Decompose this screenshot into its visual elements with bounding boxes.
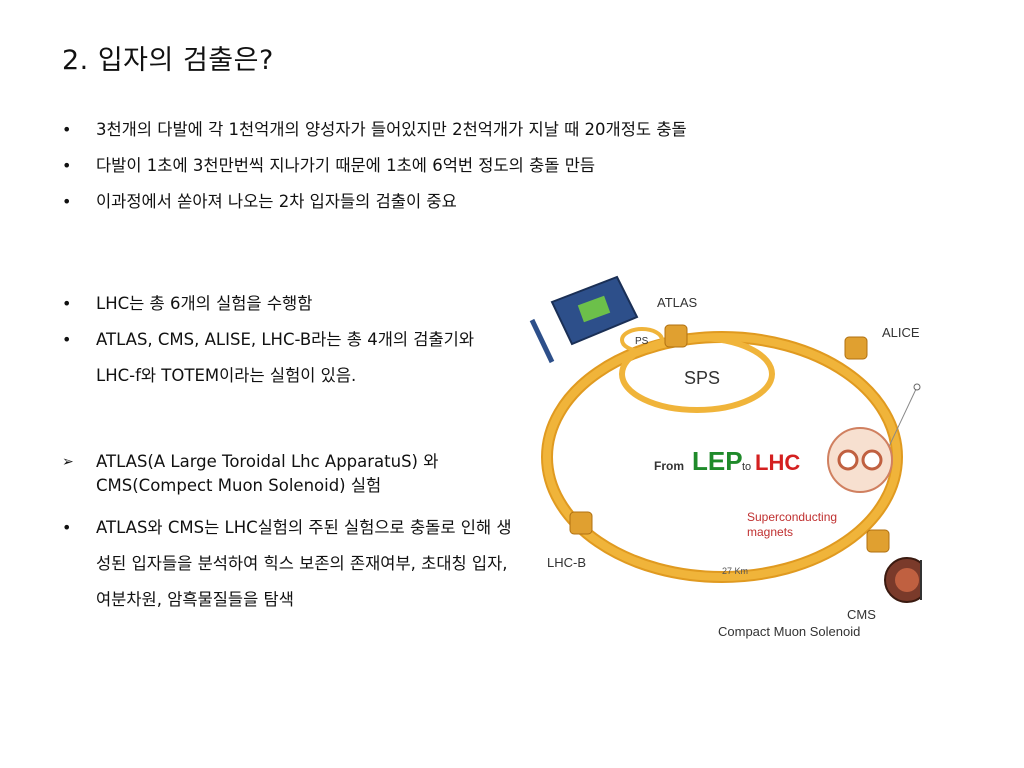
sps-ring (619, 335, 775, 413)
list-item: 3천개의 다발에 각 1천억개의 양성자가 들어있지만 2천억개가 지날 때 2… (62, 112, 892, 148)
list-item: 이과정에서 쏟아져 나오는 2차 입자들의 검출이 중요 (62, 184, 892, 220)
superconducting-label: Superconducting (747, 510, 837, 524)
lhcb-cavern-icon (569, 511, 593, 535)
magnet-cross-section-icon (827, 383, 921, 493)
atlas-label: ATLAS (657, 295, 698, 310)
list-item: 다발이 1초에 3천만번씩 지나가기 때문에 1초에 6억번 정도의 충돌 만듬 (62, 148, 892, 184)
lhc-label: LHC (755, 450, 800, 475)
cms-full-label: Compact Muon Solenoid (718, 624, 860, 639)
list-item: ATLAS(A Large Toroidal Lhc ApparatuS) 와 … (62, 450, 502, 498)
cms-label: CMS (847, 607, 876, 622)
to-label: to (742, 461, 751, 473)
sps-label: SPS (684, 368, 720, 388)
atlas-detector-icon (529, 275, 639, 364)
alice-cavern-icon (844, 336, 868, 360)
magnets-label: magnets (747, 525, 793, 539)
lhc-diagram: ATLAS ALICE PS SPS From LEP to LHC Super… (522, 262, 922, 652)
ps-ring (620, 327, 664, 353)
cms-detector-icon (884, 557, 922, 603)
list-item: ATLAS와 CMS는 LHC실험의 주된 실험으로 충돌로 인해 생성된 입자… (62, 510, 522, 618)
list-item: LHC는 총 6개의 실험을 수행함 (62, 286, 502, 322)
lhcb-label: LHC-B (547, 555, 586, 570)
bullet-list-goals: ATLAS와 CMS는 LHC실험의 주된 실험으로 충돌로 인해 생성된 입자… (62, 510, 522, 618)
lhc-diagram-svg: ATLAS ALICE PS SPS From LEP to LHC Super… (529, 275, 922, 639)
bullet-list-collisions: 3천개의 다발에 각 1천억개의 양성자가 들어있지만 2천억개가 지날 때 2… (62, 112, 892, 220)
cms-cavern-icon (866, 529, 890, 553)
circumference-label: 27 Km (722, 566, 748, 576)
arrow-list-atlas-cms: ATLAS(A Large Toroidal Lhc ApparatuS) 와 … (62, 450, 502, 498)
list-item: ATLAS, CMS, ALISE, LHC-B라는 총 4개의 검출기와 LH… (62, 322, 502, 394)
atlas-cavern-icon (664, 324, 688, 348)
alice-label: ALICE (882, 325, 920, 340)
ps-label: PS (635, 336, 649, 347)
page-title: 2. 입자의 검출은? (62, 45, 274, 76)
from-label: From (654, 459, 684, 473)
lep-label: LEP (692, 446, 743, 476)
bullet-list-experiments: LHC는 총 6개의 실험을 수행함 ATLAS, CMS, ALISE, LH… (62, 286, 502, 394)
